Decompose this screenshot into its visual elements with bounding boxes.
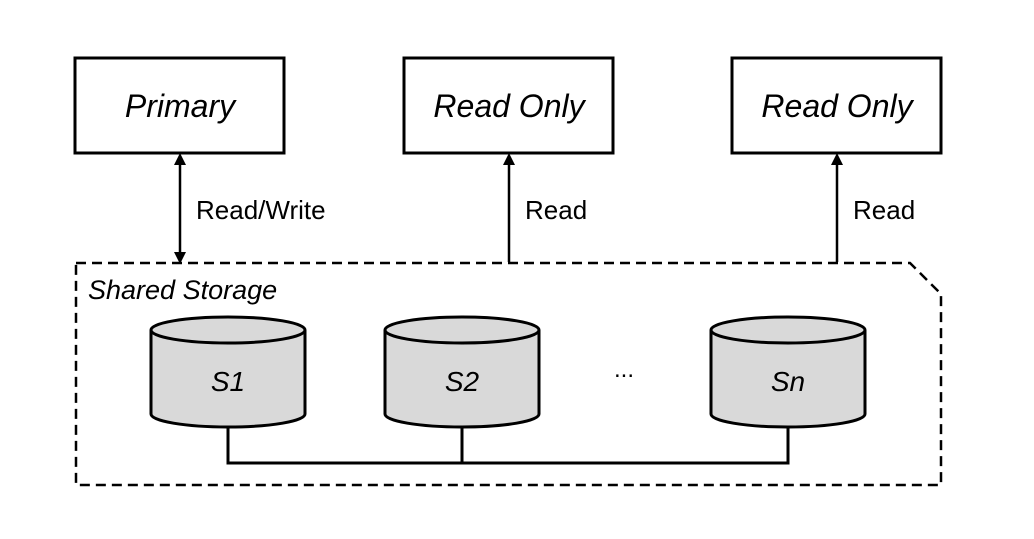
disk-sn: Sn <box>709 315 867 429</box>
disk-sn-label: Sn <box>771 366 805 397</box>
storage-bus <box>226 426 790 465</box>
read-only-node-1: Read Only <box>402 56 615 155</box>
read-only-node-2-label: Read Only <box>761 88 914 124</box>
disk-s1-label: S1 <box>211 366 245 397</box>
shared-storage-title: Shared Storage <box>88 275 277 305</box>
read-write-label: Read/Write <box>196 195 326 225</box>
disk-s1: S1 <box>149 315 307 429</box>
disk-s2-label: S2 <box>445 366 480 397</box>
primary-node-label: Primary <box>125 88 237 124</box>
read-only-node-1-label: Read Only <box>433 88 586 124</box>
read-label-1: Read <box>525 195 587 225</box>
disk-s2: S2 <box>383 315 541 429</box>
shared-storage-container <box>74 261 943 487</box>
read-only-node-2: Read Only <box>730 56 943 155</box>
disk-ellipsis: ... <box>614 356 634 383</box>
primary-node: Primary <box>73 56 286 155</box>
read-label-2: Read <box>853 195 915 225</box>
